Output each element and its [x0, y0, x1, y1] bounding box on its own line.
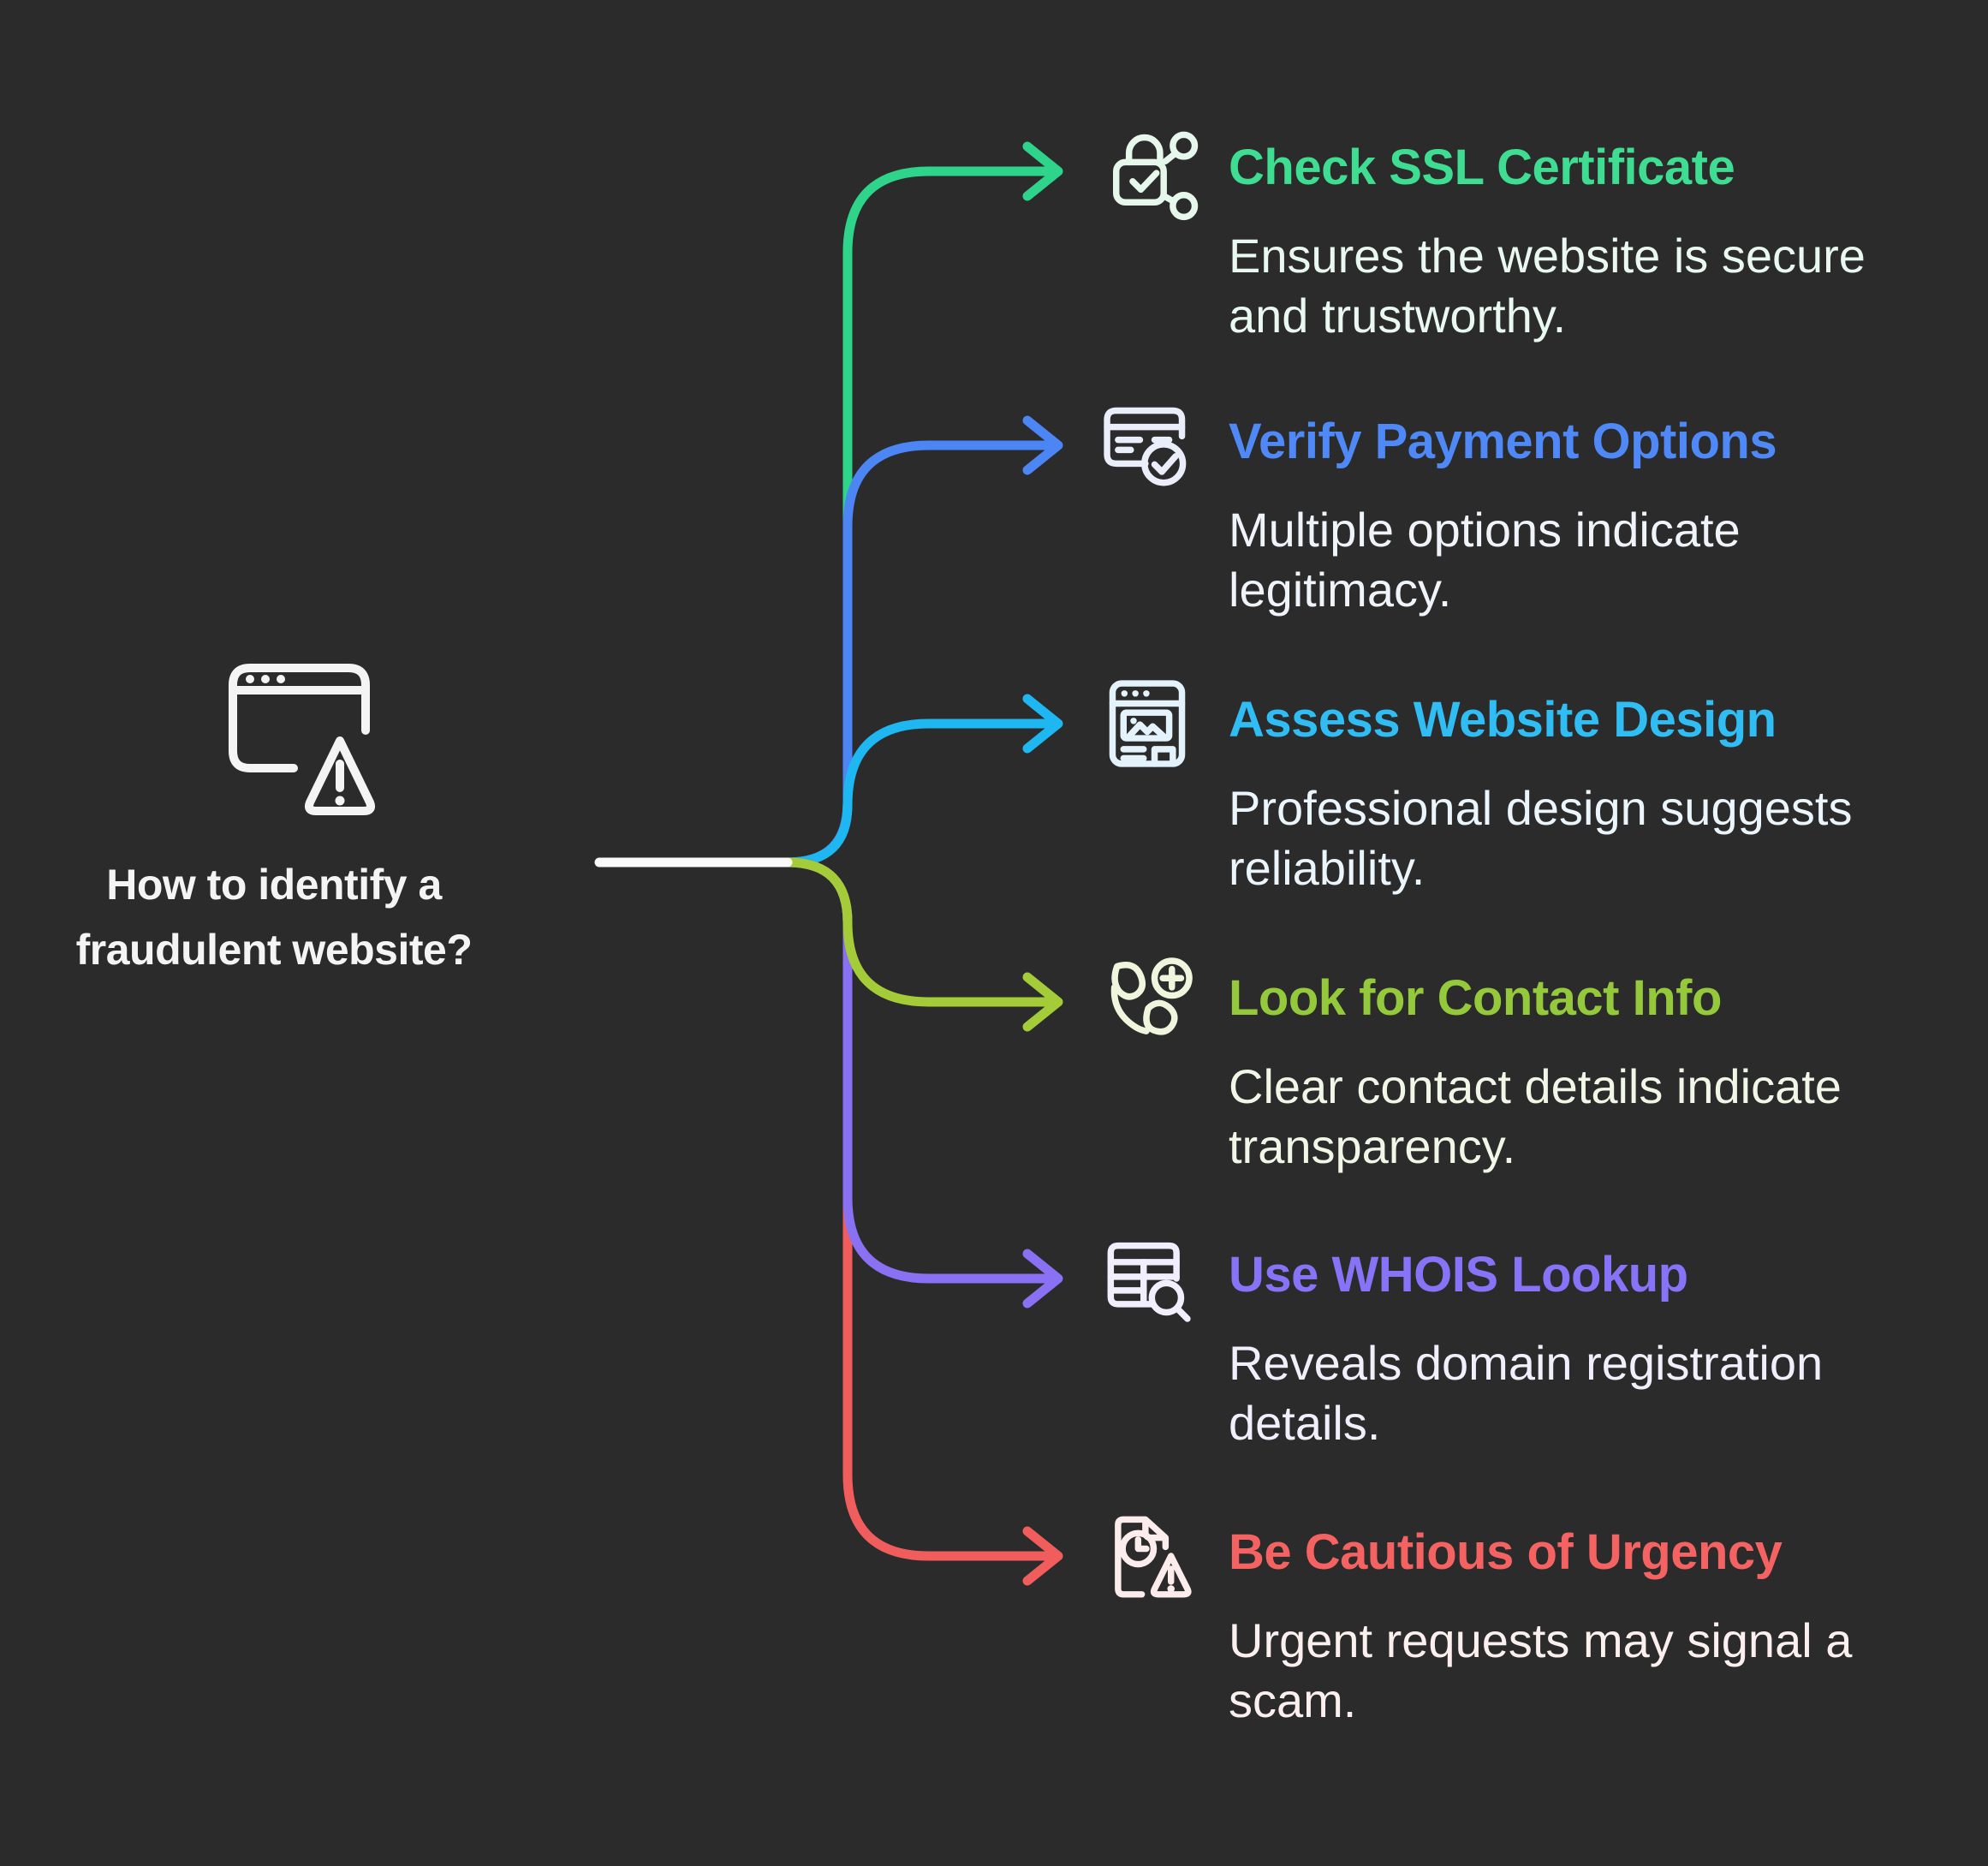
item-desc-payment: Multiple options indicate legitimacy.: [1229, 503, 1741, 617]
browser-image-icon: [1092, 669, 1202, 778]
arrowhead-icon: [1022, 972, 1063, 1032]
item-title-ssl: Check SSL Certificate: [1229, 140, 1735, 195]
root-title-line2: fraudulent website?: [75, 926, 473, 974]
item-desc-ssl: Ensures the website is secure and trustw…: [1229, 229, 1866, 343]
branch-line: [783, 166, 1062, 867]
branch-connector-payment: [783, 415, 1063, 867]
arrowhead-icon: [1022, 141, 1063, 201]
root-question-title: How to identify a fraudulent website?: [15, 852, 533, 982]
item-title-urgency: Be Cautious of Urgency: [1229, 1524, 1783, 1580]
arrowhead-icon: [1022, 694, 1063, 754]
credit-card-check-icon: [1092, 390, 1202, 500]
table-search-icon: [1092, 1224, 1202, 1333]
root-title-line1: How to identify a: [106, 861, 442, 909]
item-desc-whois: Reveals domain registration details.: [1229, 1336, 1824, 1450]
branch-connector-design: [783, 694, 1063, 867]
branch-connector-urgency: [783, 857, 1063, 1586]
branch-connector-whois: [783, 857, 1063, 1309]
branch-line: [783, 857, 1062, 1284]
branch-line: [783, 857, 1062, 1561]
item-title-contact: Look for Contact Info: [1229, 970, 1722, 1026]
document-clock-warning-icon: [1092, 1501, 1202, 1611]
branch-line: [783, 857, 1062, 1007]
item-title-design: Assess Website Design: [1229, 692, 1777, 748]
item-desc-contact: Clear contact details indicate transpare…: [1229, 1059, 1842, 1173]
arrowhead-icon: [1022, 415, 1063, 475]
lock-share-icon: [1092, 116, 1202, 226]
branch-connector-ssl: [783, 141, 1063, 867]
arrowhead-icon: [1022, 1526, 1063, 1586]
item-title-payment: Verify Payment Options: [1229, 414, 1777, 469]
branch-line: [783, 718, 1062, 867]
arrowhead-icon: [1022, 1249, 1063, 1309]
item-title-whois: Use WHOIS Lookup: [1229, 1247, 1688, 1303]
item-desc-design: Professional design suggests reliability…: [1229, 781, 1853, 895]
phone-plus-icon: [1092, 947, 1202, 1057]
browser-warning-icon: [229, 664, 376, 815]
item-desc-urgency: Urgent requests may signal a scam.: [1229, 1613, 1853, 1727]
branch-connector-contact: [783, 857, 1063, 1032]
branch-line: [783, 440, 1062, 867]
